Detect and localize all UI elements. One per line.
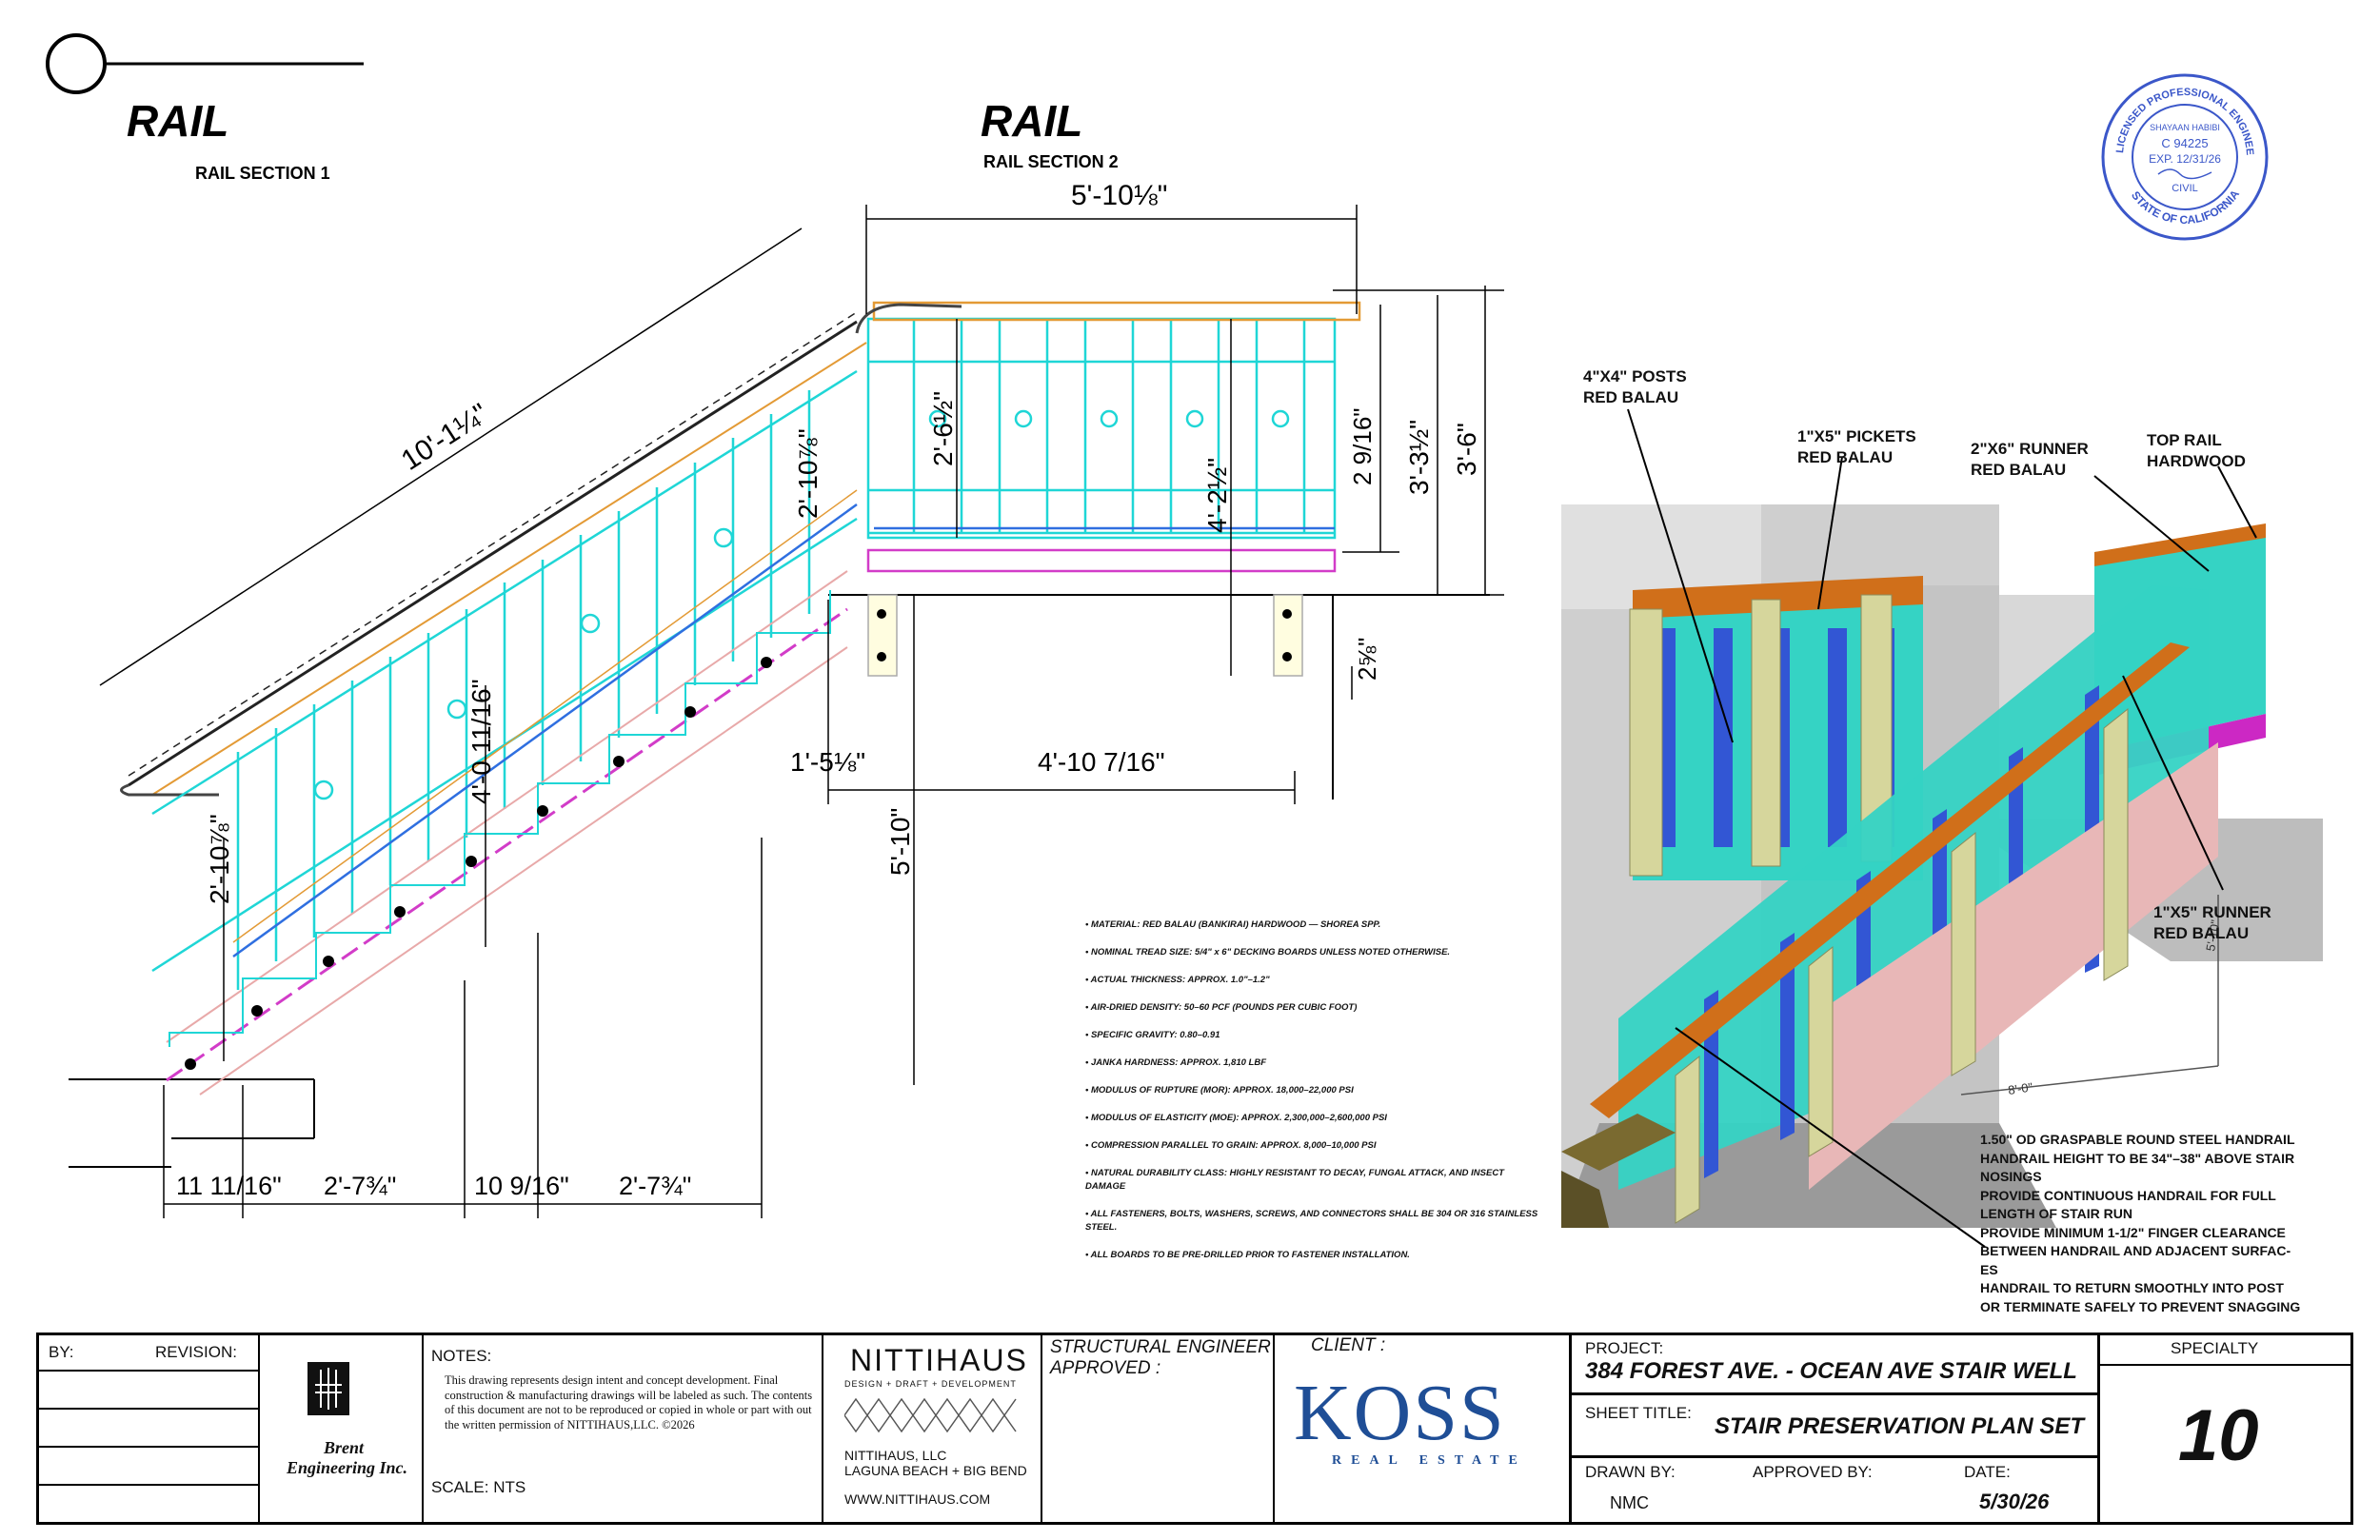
dim-base-4: 2'-7¾" [619,1172,691,1200]
structural-engineer-cell: STRUCTURAL ENGINEER APPROVED : [1042,1335,1275,1522]
dim-left-height: 2'-10⅞" [205,814,234,904]
engineer-seal: LICENSED PROFESSIONAL ENGINEER STATE OF … [2099,71,2269,241]
dim-landing-off: 1'-5⅛" [790,747,865,777]
dim-baluster-sec2: 2'-6½" [928,391,958,466]
svg-text:CIVIL: CIVIL [2172,183,2198,194]
material-notes: • MATERIAL: RED BALAU (BANKIRAI) HARDWOO… [1085,919,1538,1260]
dim-diag-length: 10'-1¼" [396,398,494,477]
koss-logo: KOSS [1294,1369,1506,1457]
title-left: RAIL [127,96,228,146]
dim-top-width: 5'-10⅛" [1071,180,1167,211]
notes-cell: NOTES: This drawing represents design in… [424,1335,823,1522]
dim-baluster-sec1: 2'-10⅞" [793,428,823,519]
svg-text:C 94225: C 94225 [2161,136,2208,150]
dim-vertical: 5'-10" [885,808,915,876]
sheet-number: 10 [2178,1395,2259,1476]
revision-table: BY: REVISION: [39,1335,260,1522]
title-right: RAIL [981,96,1082,146]
dim-base-3: 10 9/16" [474,1172,569,1200]
stair-render-illustration: 5'-10" 8'-0" [1561,504,2323,1228]
dim-stair-rise: 4'-0 11/16" [466,679,496,804]
sheet-title: STAIR PRESERVATION PLAN SET [1715,1413,2085,1439]
svg-text:SHAYAAN HABIBI: SHAYAAN HABIBI [2150,123,2220,132]
dim-bottom-gap: 2⅝" [1353,638,1381,681]
dim-base-1: 11 11/16" [176,1172,282,1200]
callout-leaders [1627,408,2257,1248]
svg-text:EXP. 12/31/26: EXP. 12/31/26 [2149,152,2221,166]
project-name: 384 FOREST AVE. - OCEAN AVE STAIR WELL [1585,1358,2077,1384]
dim-rail-h: 3'-3½" [1404,420,1434,495]
dimension-lines [99,205,1504,1218]
section-bubble [46,33,107,94]
project-info: PROJECT: 384 FOREST AVE. - OCEAN AVE STA… [1572,1335,2100,1522]
specialty-cell: SPECIALTY 10 [2100,1335,2350,1522]
dim-gap: 2 9/16" [1348,407,1377,485]
section1-sloped-rail [120,311,867,990]
dim-total-h: 3'-6" [1452,423,1481,476]
render-dim-h: 8'-0" [2007,1079,2033,1097]
dim-landing-width: 4'-10 7/16" [1038,747,1165,777]
stair-stringer [166,570,848,1096]
dim-base-2: 2'-7¾" [324,1172,396,1200]
rail-elevation-drawing: RAIL RAIL SECTION 1 RAIL RAIL SECTION 2 … [46,33,1504,1218]
render-dim-v: 5'-10" [2203,918,2223,953]
dim-post-h: 4'-2½" [1202,458,1232,533]
subtitle-left: RAIL SECTION 1 [195,164,330,183]
client-cell: CLIENT : KOSS REAL ESTATE [1275,1335,1572,1522]
subtitle-right: RAIL SECTION 2 [983,152,1119,171]
section2-balusters [866,317,1337,540]
nittihaus-logo: NITTIHAUS DESIGN + DRAFT + DEVELOPMENT N… [823,1335,1042,1522]
